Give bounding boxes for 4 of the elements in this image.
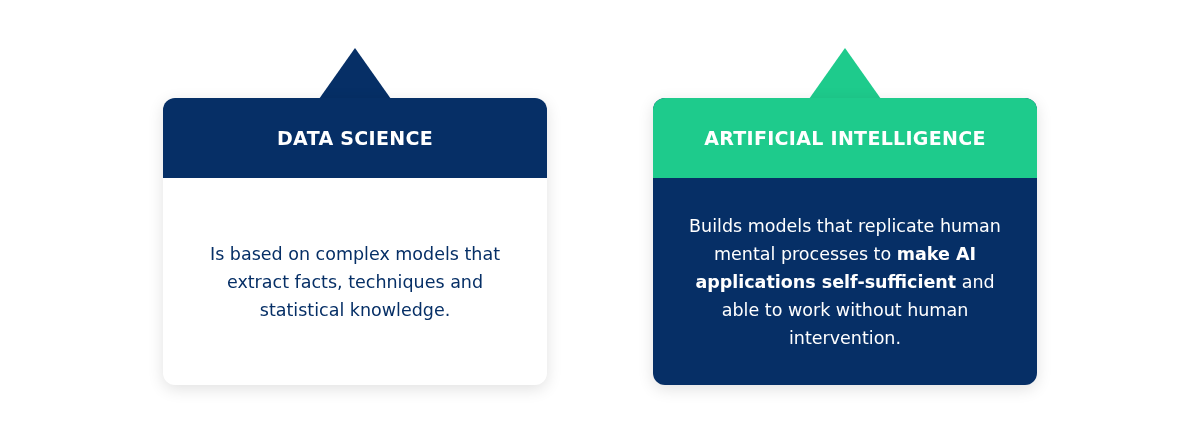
card-text: Is based on complex models that extract facts, techniques and statistical knowledge. (209, 242, 501, 322)
info-card (653, 98, 1037, 385)
info-card (163, 98, 547, 385)
card-text: Builds models that replicate human mental processes to make AI applications self-sufficient and able to work without human intervention. (688, 214, 1002, 350)
